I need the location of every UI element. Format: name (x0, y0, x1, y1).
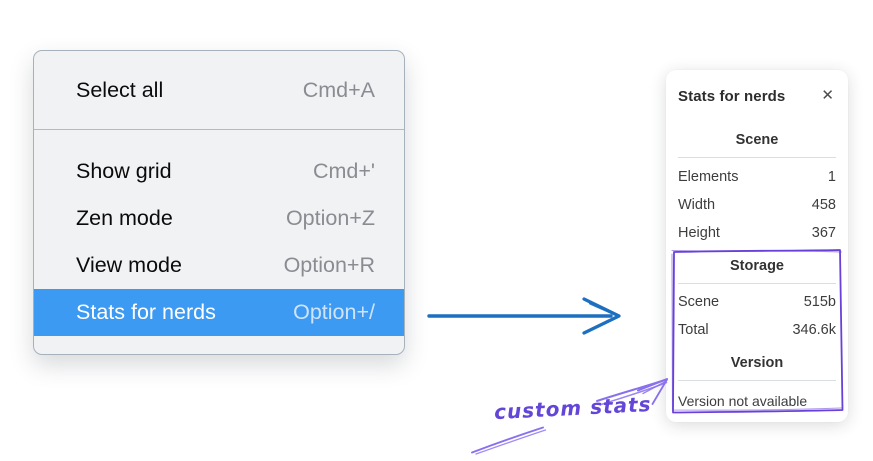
menu-item-shortcut: Cmd+' (312, 159, 375, 183)
menu-section-top: Select all Cmd+A (34, 51, 404, 129)
section-divider (678, 380, 836, 381)
menu-item-zen-mode[interactable]: Zen mode Option+Z (34, 195, 404, 242)
section-divider (678, 283, 836, 284)
stat-label: Scene (678, 294, 720, 310)
stat-value: 1 (827, 169, 836, 185)
context-menu: Select all Cmd+A Show grid Cmd+' Zen mod… (33, 50, 405, 355)
section-divider (678, 157, 836, 158)
menu-item-shortcut: Option+/ (293, 300, 375, 324)
pointer-arrow-tail (471, 426, 547, 455)
version-note: Version not available (678, 393, 808, 409)
stat-value: 515b (803, 294, 836, 310)
stats-panel-header: Stats for nerds ✕ (678, 86, 836, 106)
flow-arrow-icon (427, 297, 621, 335)
menu-item-shortcut: Cmd+A (302, 77, 375, 102)
stat-row-height: Height 367 (678, 219, 836, 247)
menu-item-label: Zen mode (76, 206, 173, 230)
stat-row-width: Width 458 (678, 191, 836, 219)
stat-label: Total (678, 322, 709, 338)
menu-section-bottom: Show grid Cmd+' Zen mode Option+Z View m… (34, 130, 404, 354)
menu-item-select-all[interactable]: Select all Cmd+A (34, 68, 404, 112)
stats-panel: Stats for nerds ✕ Scene Elements 1 Width… (666, 70, 848, 422)
menu-item-label: Stats for nerds (76, 300, 216, 324)
stat-value: 367 (811, 225, 836, 241)
menu-item-show-grid[interactable]: Show grid Cmd+' (34, 148, 404, 195)
stat-row-elements: Elements 1 (678, 163, 836, 191)
scene-rows: Elements 1 Width 458 Height 367 (678, 163, 836, 247)
menu-item-label: Show grid (76, 159, 172, 183)
stat-value: 346.6k (792, 322, 836, 338)
stat-label: Height (678, 225, 720, 241)
menu-item-label: View mode (76, 253, 182, 277)
section-header-scene: Scene (735, 132, 779, 148)
menu-item-stats-for-nerds[interactable]: Stats for nerds Option+/ (34, 289, 404, 336)
stat-row-scene-storage: Scene 515b (678, 288, 836, 316)
section-header-storage: Storage (730, 258, 784, 274)
section-header-version: Version (730, 355, 784, 371)
menu-divider (34, 129, 404, 130)
panel-title: Stats for nerds (678, 87, 786, 105)
close-icon[interactable]: ✕ (821, 87, 834, 104)
annotation-custom-stats: custom stats (493, 391, 653, 425)
stat-label: Elements (678, 169, 739, 185)
stat-row-total-storage: Total 346.6k (678, 316, 836, 344)
menu-item-shortcut: Option+Z (285, 206, 375, 230)
stat-label: Width (678, 197, 716, 213)
menu-item-view-mode[interactable]: View mode Option+R (34, 242, 404, 289)
stat-value: 458 (811, 197, 836, 213)
storage-rows: Scene 515b Total 346.6k (678, 288, 836, 344)
menu-item-label: Select all (76, 77, 164, 102)
menu-item-shortcut: Option+R (283, 253, 375, 277)
